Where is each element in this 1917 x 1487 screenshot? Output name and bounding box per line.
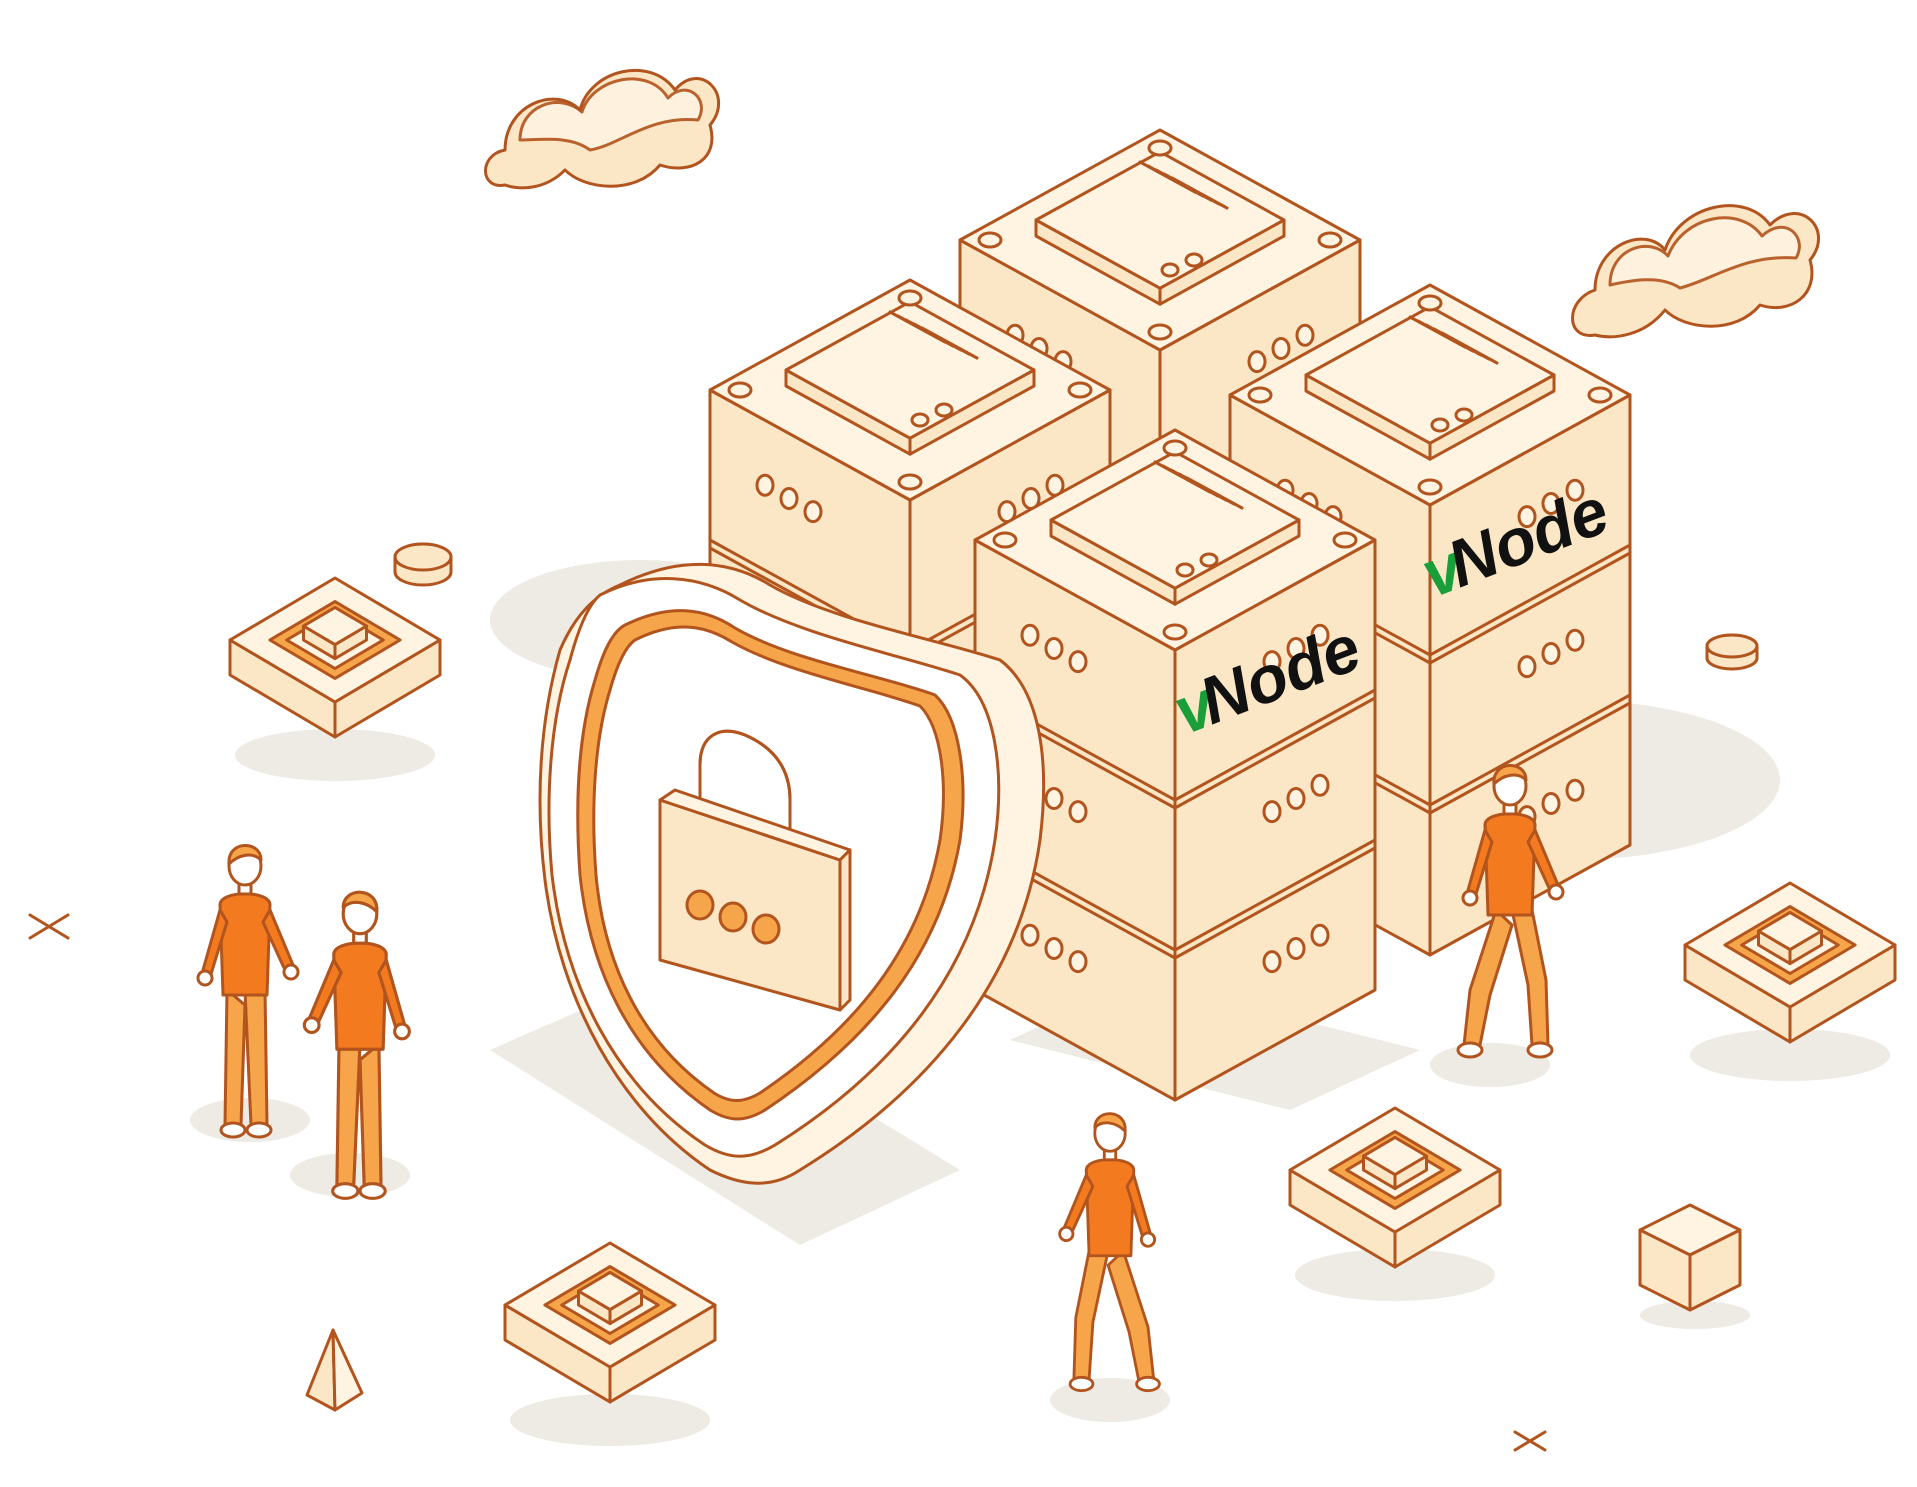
pyramid-icon bbox=[305, 1328, 364, 1412]
cloud-icon bbox=[484, 68, 721, 190]
person-icon bbox=[1456, 764, 1565, 1059]
chip-icon bbox=[228, 576, 442, 739]
person-icon bbox=[1058, 1112, 1161, 1393]
padlock-icon bbox=[658, 729, 852, 1012]
server-stacks bbox=[708, 128, 1632, 1102]
cross-mark-icon bbox=[28, 913, 70, 940]
chip-icon bbox=[1683, 881, 1897, 1044]
chip-icon bbox=[503, 1241, 717, 1404]
cloud-icon bbox=[1571, 204, 1821, 339]
chip-tiles bbox=[228, 576, 1897, 1404]
server-icon bbox=[973, 428, 1377, 1102]
ring-decoration bbox=[393, 542, 453, 587]
cross-mark-icon bbox=[1513, 1430, 1547, 1452]
chip-icon bbox=[1288, 1106, 1502, 1269]
person-icon bbox=[196, 844, 300, 1139]
cube-icon bbox=[1638, 1203, 1742, 1312]
people bbox=[196, 764, 1565, 1393]
ring-decoration bbox=[1705, 633, 1759, 671]
person-icon bbox=[302, 890, 411, 1200]
